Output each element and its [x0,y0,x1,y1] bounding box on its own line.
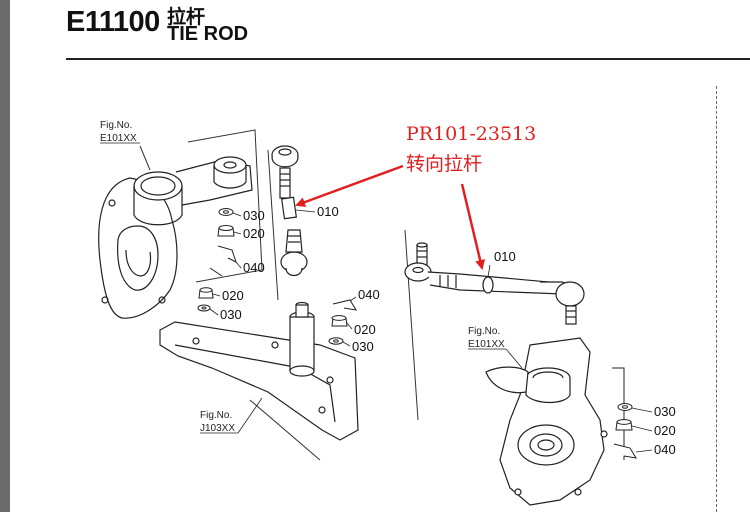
left-knuckle-drawing [98,156,253,319]
callout-right-washer: 030 [654,404,676,419]
callout-left-nut: 020 [243,226,265,241]
callout-center-nut-2: 020 [354,322,376,337]
left-fig-ref-line2: E101XX [100,133,137,144]
callout-center-washer: 030 [220,307,242,322]
right-knuckle-drawing [485,337,608,506]
callout-center-washer-2: 030 [352,339,374,354]
callout-left-washer: 030 [243,208,265,223]
page-dashed-divider [716,86,717,512]
left-edge-bar [0,0,10,512]
callout-left-tie-rod: 010 [317,204,339,219]
section-code: E11100 [66,6,160,38]
right-tie-rod [404,262,585,325]
header-rule [66,58,750,60]
axle-bracket-drawing [159,301,359,441]
callout-center-cotter-pin: 040 [358,287,380,302]
callout-right-tie-rod: 010 [494,249,516,264]
center-small-parts [328,299,357,345]
bracket-fig-ref-line1: Fig.No. [200,410,232,421]
right-fig-ref-leader [505,348,523,369]
callout-center-nut: 020 [222,288,244,303]
section-title-en: TIE ROD [167,23,249,45]
right-fig-ref-line1: Fig.No. [468,326,500,337]
left-fig-ref-line1: Fig.No. [100,120,132,131]
annotation-part-name: 转向拉杆 [406,153,482,175]
annotation-part-number: PR101-23513 [406,123,536,145]
callout-left-cotter-pin: 040 [243,260,265,275]
left-knuckle-ref-frame [139,129,263,283]
callout-right-nut: 020 [654,423,676,438]
right-fig-ref-line2: E101XX [468,339,505,350]
center-ref-frame [249,149,419,461]
callout-right-cotter-pin: 040 [654,442,676,457]
right-small-parts [612,367,637,460]
bracket-fig-ref-line2: J103XX [200,423,235,434]
left-small-parts [197,208,237,312]
annotation-arrows [295,164,486,270]
left-tie-rod-end [271,145,308,277]
bracket-fig-ref-leader [237,397,263,434]
section-title-cn: 拉杆 [167,6,206,28]
